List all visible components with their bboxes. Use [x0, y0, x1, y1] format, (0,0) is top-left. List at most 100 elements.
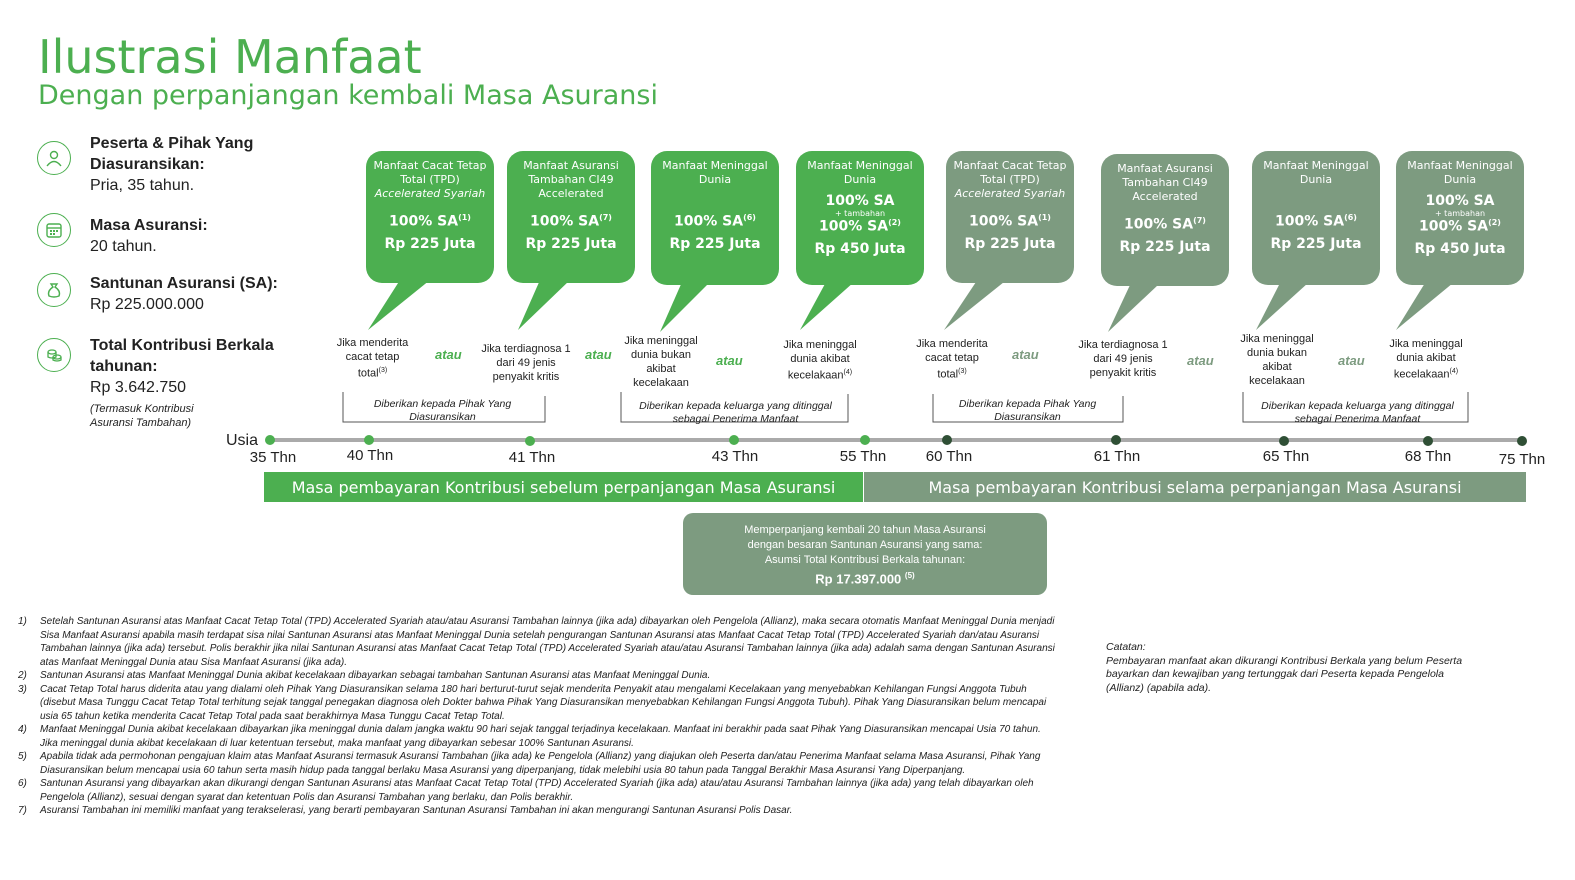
- footnote: 6)Santunan Asuransi yang dibayarkan akan…: [18, 778, 1034, 803]
- bubble-amount: Rp 225 Juta: [669, 235, 761, 252]
- bracket: [620, 392, 849, 423]
- moneybag-icon-wrap: [37, 273, 71, 307]
- bubble-head: Manfaat Meninggal Dunia: [807, 159, 913, 186]
- bubble-sa: 100% SA(6): [674, 213, 756, 230]
- page-subtitle: Dengan perpanjangan kembali Masa Asurans…: [38, 80, 658, 111]
- condition-text: Jika menderita cacat tetap total(3): [336, 337, 409, 380]
- bubble-amount: Rp 225 Juta: [1119, 238, 1211, 255]
- note-box: Catatan: Pembayaran manfaat akan dikuran…: [1106, 641, 1476, 695]
- benefit-bubble: Manfaat Cacat Tetap Total (TPD) Accelera…: [946, 151, 1074, 283]
- benefit-bubble: Manfaat Asuransi Tambahan CI49 Accelerat…: [1101, 154, 1229, 286]
- info-note: (Termasuk Kontribusi Asuransi Tambahan): [90, 403, 194, 429]
- benefit-bubble: Manfaat Meninggal Dunia 100% SA(6) Rp 22…: [1252, 151, 1380, 285]
- info-label: Peserta & Pihak Yang Diasuransikan:: [90, 135, 254, 173]
- condition-text: Jika terdiagnosa 1 dari 49 jenis penyaki…: [481, 343, 571, 383]
- info-term: Masa Asuransi: 20 tahun.: [90, 215, 290, 257]
- calendar-icon-wrap: [37, 213, 71, 247]
- info-value: Pria, 35 tahun.: [90, 177, 195, 194]
- bubble-sa2: 100% SA(2): [1419, 218, 1501, 235]
- bubble-sa: 100% SA(1): [969, 213, 1051, 230]
- footnote: 4)Manfaat Meninggal Dunia akibat kecelak…: [18, 724, 1041, 749]
- extension-line1: Memperpanjang kembali 20 tahun Masa Asur…: [744, 524, 986, 536]
- bubble-head: Manfaat Meninggal Dunia: [1263, 159, 1369, 186]
- age-label: 75 Thn: [1498, 451, 1546, 468]
- bracket: [932, 394, 1124, 423]
- age-label: 68 Thn: [1404, 448, 1452, 465]
- age-label: 55 Thn: [839, 448, 887, 465]
- footnote: 7)Asuransi Tambahan ini memiliki manfaat…: [18, 805, 793, 816]
- condition-text: Jika terdiagnosa 1 dari 49 jenis penyaki…: [1078, 339, 1168, 379]
- footnote: 1)Setelah Santunan Asuransi atas Manfaat…: [18, 616, 1055, 668]
- extension-line3: Asumsi Total Kontribusi Berkala tahunan:: [764, 554, 966, 566]
- age-label: 60 Thn: [925, 448, 973, 465]
- footnotes: 1)Setelah Santunan Asuransi atas Manfaat…: [18, 615, 1060, 818]
- bracket: [342, 392, 546, 423]
- bubble-amount: Rp 225 Juta: [1270, 235, 1362, 252]
- bubble-sa: 100% SA(6): [1275, 213, 1357, 230]
- calendar-icon: [37, 213, 71, 247]
- extension-line2: dengan besaran Santunan Asuransi yang sa…: [747, 539, 983, 551]
- bubble-amount: Rp 225 Juta: [525, 235, 617, 252]
- atau-label: atau: [1012, 347, 1039, 362]
- info-label: Santunan Asuransi (SA):: [90, 275, 278, 292]
- bubble-tail: [800, 282, 854, 330]
- bubble-sa: 100% SA(7): [1124, 216, 1206, 233]
- bubble-head: Manfaat Meninggal Dunia: [662, 159, 768, 186]
- info-value: 20 tahun.: [90, 238, 157, 255]
- bubble-tail: [518, 280, 570, 330]
- timeline-dot: [1111, 435, 1121, 445]
- age-label: 35 Thn: [249, 449, 297, 466]
- timeline-dot: [1517, 436, 1527, 446]
- bubble-tail: [1256, 283, 1308, 330]
- footnote: 5)Apabila tidak ada permohonan pengajuan…: [18, 751, 1041, 776]
- given-to-text: Diberikan kepada keluarga yang ditinggal…: [1261, 400, 1454, 425]
- note-title: Catatan:: [1106, 641, 1146, 653]
- bubble-head2: Accelerated: [1132, 190, 1198, 203]
- info-sa: Santunan Asuransi (SA): Rp 225.000.000: [90, 273, 320, 315]
- coins-icon: [37, 338, 71, 372]
- info-value: Rp 3.642.750: [90, 379, 187, 396]
- bubble-plus: + tambahan: [1434, 209, 1486, 218]
- extension-amount: Rp 17.397.000 (5): [815, 571, 915, 587]
- timeline-dot: [1423, 436, 1433, 446]
- benefit-bubble: Manfaat Meninggal Dunia 100% SA(6) Rp 22…: [651, 151, 779, 285]
- condition-text: Jika meninggal dunia bukan akibat kecela…: [624, 335, 698, 389]
- period-before-bar: Masa pembayaran Kontribusi sebelum perpa…: [264, 472, 863, 502]
- bubble-amount: Rp 450 Juta: [814, 240, 906, 257]
- given-to-text: Diberikan kepada Pihak Yang Diasuransika…: [373, 398, 512, 423]
- condition-text: Jika meninggal dunia akibat kecelakaan(4…: [783, 339, 857, 382]
- age-label: 65 Thn: [1262, 448, 1310, 465]
- condition-text: Jika meninggal dunia akibat kecelakaan(4…: [1389, 338, 1463, 381]
- note-text: Pembayaran manfaat akan dikurangi Kontri…: [1106, 654, 1463, 694]
- page-title: Ilustrasi Manfaat: [38, 30, 422, 84]
- bubble-sa: 100% SA(7): [530, 213, 612, 230]
- atau-label: atau: [1338, 353, 1365, 368]
- bubble-plus: + tambahan: [834, 209, 886, 218]
- bubble-tail: [660, 282, 710, 332]
- age-label: 43 Thn: [711, 448, 759, 465]
- footnote: 3)Cacat Tetap Total harus diderita atau …: [18, 683, 1047, 722]
- bubble-sa: 100% SA: [1425, 193, 1495, 209]
- bubble-tail: [1396, 283, 1453, 330]
- info-label: Total Kontribusi Berkala tahunan:: [90, 337, 274, 375]
- benefit-bubble: Manfaat Meninggal Dunia 100% SA + tambah…: [796, 151, 924, 285]
- atau-label: atau: [585, 347, 612, 362]
- info-label: Masa Asuransi:: [90, 217, 208, 234]
- info-value: Rp 225.000.000: [90, 296, 204, 313]
- age-label: 40 Thn: [346, 447, 394, 464]
- timeline-dot: [860, 435, 870, 445]
- bubble-amount: Rp 225 Juta: [964, 235, 1056, 252]
- bubble-head: Manfaat Cacat Tetap Total (TPD): [953, 159, 1067, 186]
- age-label: 61 Thn: [1093, 448, 1141, 465]
- bubble-tail: [1108, 285, 1158, 332]
- benefit-bubble: Manfaat Cacat Tetap Total (TPD) Accelera…: [366, 151, 494, 283]
- timeline-dot: [729, 435, 739, 445]
- atau-label: atau: [435, 347, 462, 362]
- bubble-amount: Rp 450 Juta: [1414, 240, 1506, 257]
- bubble-head2: Accelerated Syariah: [954, 187, 1066, 200]
- bubble-sa: 100% SA: [825, 193, 895, 209]
- given-to-text: Diberikan kepada keluarga yang ditinggal…: [639, 400, 832, 425]
- condition-text: Jika menderita cacat tetap total(3): [916, 338, 988, 381]
